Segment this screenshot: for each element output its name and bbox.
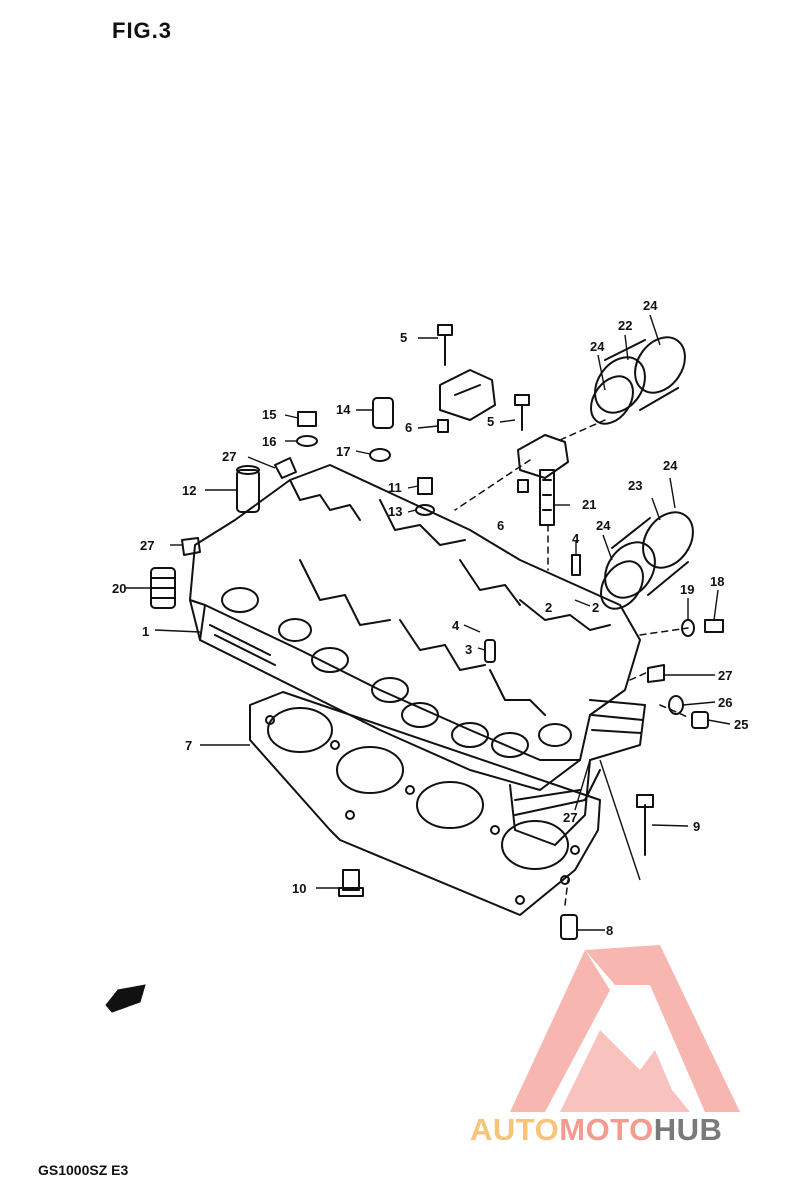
bolt-9 bbox=[636, 794, 654, 856]
cam-cap-lower bbox=[517, 434, 569, 479]
callout-9: 9 bbox=[693, 819, 700, 834]
callout-24d: 24 bbox=[596, 518, 611, 533]
front-arrow-icon bbox=[105, 984, 146, 1013]
callout-2b: 2 bbox=[545, 600, 552, 615]
pin-3 bbox=[484, 639, 496, 663]
callout-20: 20 bbox=[112, 581, 126, 596]
watermark-moto: MOTO bbox=[559, 1112, 654, 1147]
callout-25: 25 bbox=[734, 717, 748, 732]
watermark-hub: HUB bbox=[653, 1112, 723, 1147]
callout-17: 17 bbox=[336, 444, 350, 459]
head-gasket bbox=[249, 691, 601, 916]
dowel-6-b bbox=[517, 479, 529, 493]
callout-21: 21 bbox=[582, 497, 596, 512]
dowel-6-a bbox=[437, 419, 449, 433]
cylinder-head-block bbox=[189, 464, 646, 846]
callout-12: 12 bbox=[182, 483, 196, 498]
callout-27c: 27 bbox=[718, 668, 732, 683]
bolt-5-lower bbox=[514, 394, 530, 431]
callout-27d: 27 bbox=[563, 810, 577, 825]
callout-22: 22 bbox=[618, 318, 632, 333]
callout-11: 11 bbox=[388, 480, 402, 495]
figure-title: FIG.3 bbox=[112, 18, 173, 43]
callout-5a: 5 bbox=[400, 330, 407, 345]
callout-7: 7 bbox=[185, 738, 192, 753]
callout-24c: 24 bbox=[663, 458, 678, 473]
nut-15 bbox=[297, 411, 317, 427]
o-ring-17 bbox=[369, 448, 391, 462]
washer-16 bbox=[296, 435, 318, 447]
callout-5b: 5 bbox=[487, 414, 494, 429]
plug-25 bbox=[691, 711, 709, 729]
dowel-8 bbox=[560, 914, 578, 940]
callout-13: 13 bbox=[388, 504, 402, 519]
callout-24a: 24 bbox=[643, 298, 658, 313]
callout-24b: 24 bbox=[590, 339, 605, 354]
callout-1: 1 bbox=[142, 624, 149, 639]
bolt-10 bbox=[338, 869, 364, 897]
callout-18: 18 bbox=[710, 574, 724, 589]
callout-4a: 4 bbox=[572, 531, 580, 546]
spring-20 bbox=[150, 567, 176, 609]
callout-6b: 6 bbox=[497, 518, 504, 533]
oil-pipe-12 bbox=[236, 465, 260, 513]
callout-6a: 6 bbox=[405, 420, 412, 435]
callout-26: 26 bbox=[718, 695, 732, 710]
callout-15: 15 bbox=[262, 407, 276, 422]
intake-pipe-23 bbox=[600, 511, 694, 610]
model-code: GS1000SZ E3 bbox=[38, 1162, 129, 1178]
callout-3: 3 bbox=[465, 642, 472, 657]
callout-8: 8 bbox=[606, 923, 613, 938]
callout-4b: 4 bbox=[452, 618, 460, 633]
watermark-brand: AUTOMOTOHUB bbox=[470, 1112, 722, 1148]
callout-2a: 2 bbox=[592, 600, 599, 615]
cap-27-c bbox=[647, 664, 665, 683]
callout-27b: 27 bbox=[140, 538, 154, 553]
callout-19: 19 bbox=[680, 582, 694, 597]
plug-14 bbox=[372, 397, 394, 429]
pin-4 bbox=[571, 554, 581, 576]
callout-27a: 27 bbox=[222, 449, 236, 464]
bolt-5-upper bbox=[437, 324, 453, 366]
watermark-logo bbox=[510, 945, 740, 1112]
cam-cap-upper bbox=[439, 369, 496, 421]
plug-11 bbox=[417, 477, 433, 495]
callout-16: 16 bbox=[262, 434, 276, 449]
cap-27-b bbox=[181, 537, 201, 556]
spark-plug-21 bbox=[539, 469, 555, 526]
watermark-auto: AUTO bbox=[470, 1112, 560, 1147]
callout-10: 10 bbox=[292, 881, 306, 896]
callout-23: 23 bbox=[628, 478, 642, 493]
cap-27-a bbox=[274, 457, 297, 479]
plug-18 bbox=[704, 619, 724, 633]
callout-14: 14 bbox=[336, 402, 351, 417]
